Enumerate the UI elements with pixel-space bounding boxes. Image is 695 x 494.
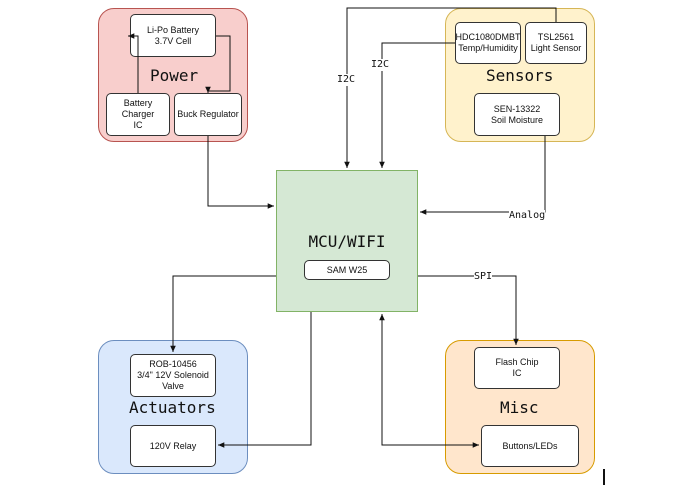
i2c-right-label: I2C bbox=[371, 59, 390, 71]
wire-mcu-to-flash bbox=[418, 275, 519, 345]
analog-label: Analog bbox=[509, 210, 546, 222]
misc-title: Misc bbox=[500, 398, 539, 417]
relay-box: 120V Relay bbox=[130, 425, 216, 467]
power-title: Power bbox=[150, 66, 199, 85]
sen13322-box: SEN-13322 Soil Moisture bbox=[474, 93, 560, 136]
hdc1080-box: HDC1080DMBT Temp/Humidity bbox=[455, 22, 521, 64]
wire-hdc-to-mcu bbox=[379, 42, 455, 168]
tsl2561-box: TSL2561 Light Sensor bbox=[525, 22, 587, 64]
wire-battery-to-buck bbox=[205, 35, 231, 93]
sensors-title: Sensors bbox=[486, 66, 554, 85]
wire-soil-to-mcu bbox=[420, 136, 546, 215]
wire-tsl-to-mcu bbox=[344, 7, 557, 168]
buck-regulator-box: Buck Regulator bbox=[174, 93, 242, 136]
actuators-title: Actuators bbox=[129, 398, 216, 417]
mcu-title: MCU/WIFI bbox=[308, 232, 386, 251]
wire-charger-to-battery bbox=[128, 33, 139, 93]
flash-chip-box: Flash Chip IC bbox=[474, 347, 560, 389]
sam-w25-box: SAM W25 bbox=[304, 260, 390, 280]
rob10456-box: ROB-10456 3/4" 12V Solenoid Valve bbox=[130, 354, 216, 397]
text-cursor-mark bbox=[603, 469, 605, 485]
wire-mcu-to-solenoid bbox=[170, 275, 276, 352]
wire-mcu-to-relay bbox=[218, 312, 312, 448]
wire-mcu-buttons bbox=[379, 314, 479, 448]
buttons-leds-box: Buttons/LEDs bbox=[481, 425, 579, 467]
spi-label: SPI bbox=[474, 271, 493, 283]
wire-buck-to-mcu bbox=[207, 136, 274, 209]
i2c-left-label: I2C bbox=[337, 74, 356, 86]
mcu-block bbox=[276, 170, 418, 312]
battery-charger-box: Battery Charger IC bbox=[106, 93, 170, 136]
